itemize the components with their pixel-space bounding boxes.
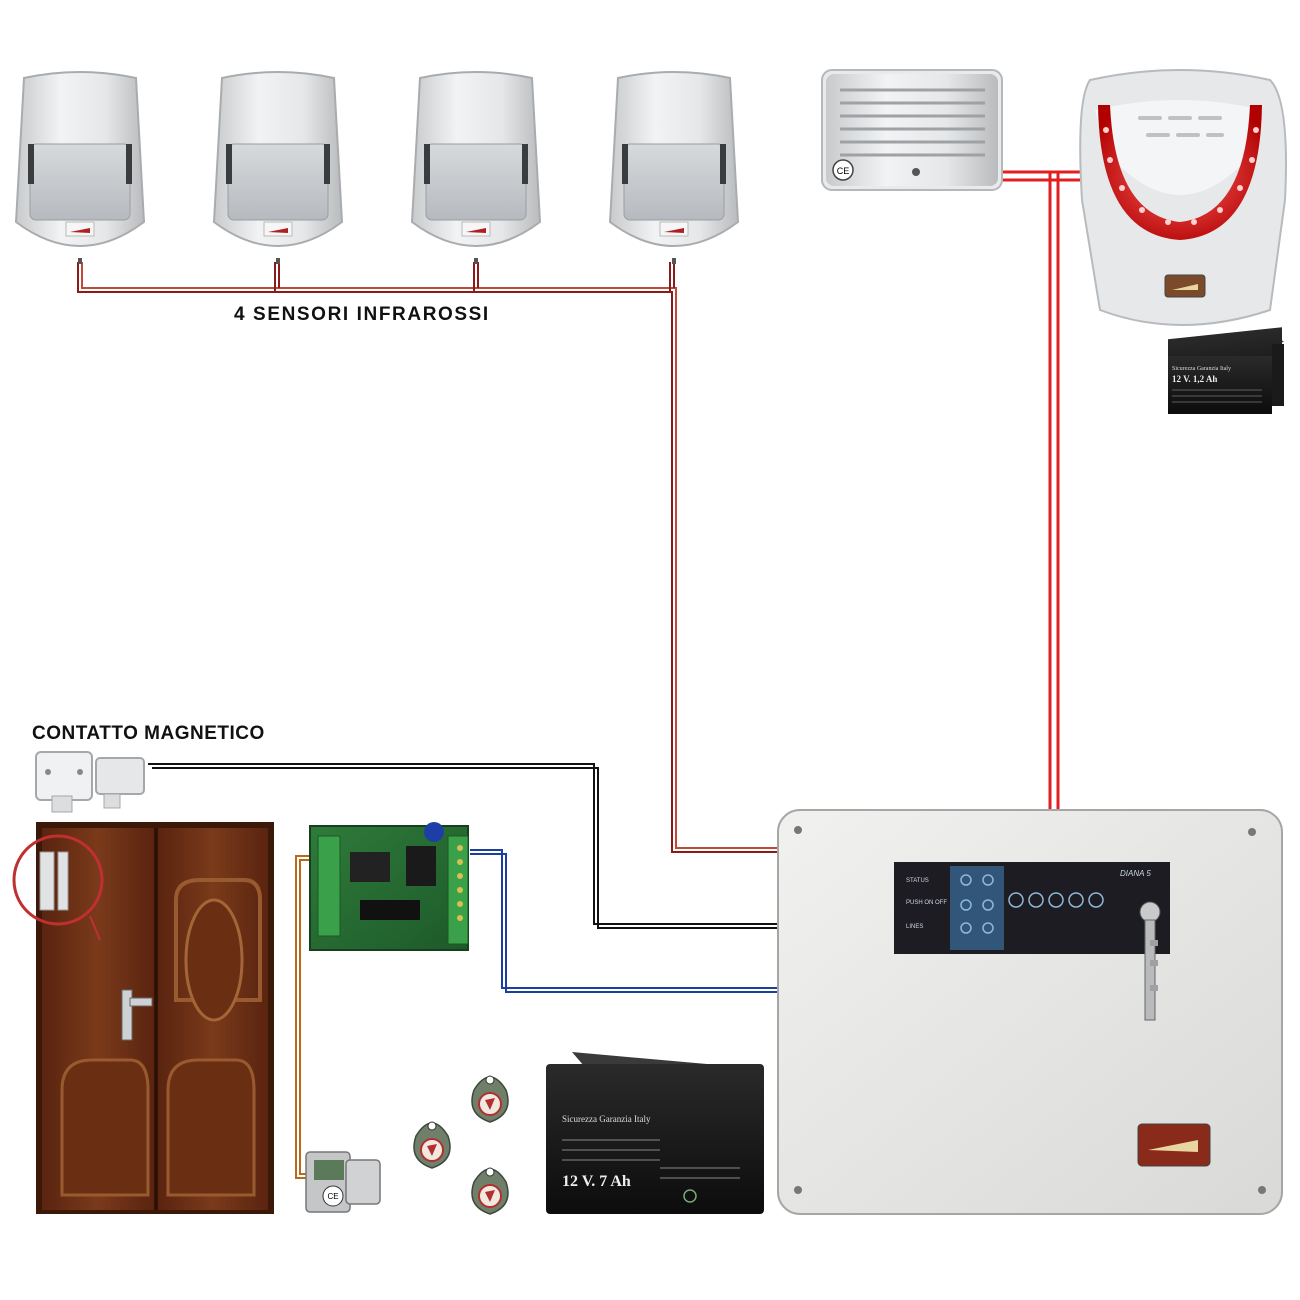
alarm-control-panel: STATUS PUSH ON OFF LINES DIANA 5 [777, 809, 1283, 1215]
rfid-tag [413, 1121, 451, 1169]
recycle-icon [683, 1189, 697, 1203]
siren-vents [1138, 116, 1224, 137]
battery-large-label: 12 V. 7 Ah [562, 1173, 631, 1190]
battery-small-brand: Sicurezza Garanzia Italy [1172, 366, 1231, 372]
pir-sensor [212, 71, 344, 264]
pir-sensor [14, 71, 146, 264]
panel-leds [960, 874, 1104, 934]
siren-logo-plate [1164, 274, 1206, 298]
indoor-siren: CE [821, 69, 1003, 191]
pir-sensor [410, 71, 542, 264]
rfid-reader: CE [305, 1151, 381, 1213]
battery-large: Sicurezza Garanzia Italy 12 V. 7 Ah [546, 1052, 764, 1214]
siren-red-light [1098, 105, 1262, 240]
panel-key-icon [1139, 901, 1161, 1021]
panel-indicator-push: PUSH ON OFF [906, 900, 947, 906]
reader-wire [470, 849, 780, 993]
door-handle [121, 989, 133, 1041]
panel-model: DIANA 5 [1120, 869, 1151, 878]
pir-sensor [608, 71, 740, 264]
magnetic-contact [35, 751, 145, 813]
sensor-bus-wire [77, 262, 780, 853]
magnetic-contact-wire [148, 763, 780, 929]
rfid-reader-board [309, 822, 469, 951]
reader-ce-text: CE [327, 1192, 338, 1201]
rfid-tag-group [413, 1075, 509, 1215]
battery-small: Sicurezza Garanzia Italy 12 V. 1,2 Ah [1168, 327, 1284, 414]
battery-small-label: 12 V. 1,2 Ah [1172, 374, 1217, 384]
panel-indicator-lines: LINES [906, 924, 923, 930]
rfid-tag [471, 1075, 509, 1123]
siren-wire [1003, 170, 1084, 810]
rfid-tag [471, 1167, 509, 1215]
siren-grille [840, 88, 985, 157]
siren-led-icon [912, 168, 920, 176]
ce-mark-text: CE [837, 166, 850, 176]
sensors-label: 4 SENSORI INFRAROSSI [234, 304, 490, 325]
ce-mark-icon [832, 159, 854, 181]
keypad-wire [295, 855, 312, 1179]
panel-indicator-status: STATUS [906, 878, 929, 884]
contact-zoom-circle [12, 834, 104, 926]
pir-sensor-group [14, 71, 740, 264]
outdoor-siren [1079, 69, 1287, 326]
entrance-door [12, 822, 274, 1214]
battery-large-brand: Sicurezza Garanzia Italy [562, 1114, 651, 1124]
magnetic-contact-label: CONTATTO MAGNETICO [32, 723, 265, 744]
siren-leds [1103, 127, 1259, 225]
panel-display [894, 862, 1170, 954]
